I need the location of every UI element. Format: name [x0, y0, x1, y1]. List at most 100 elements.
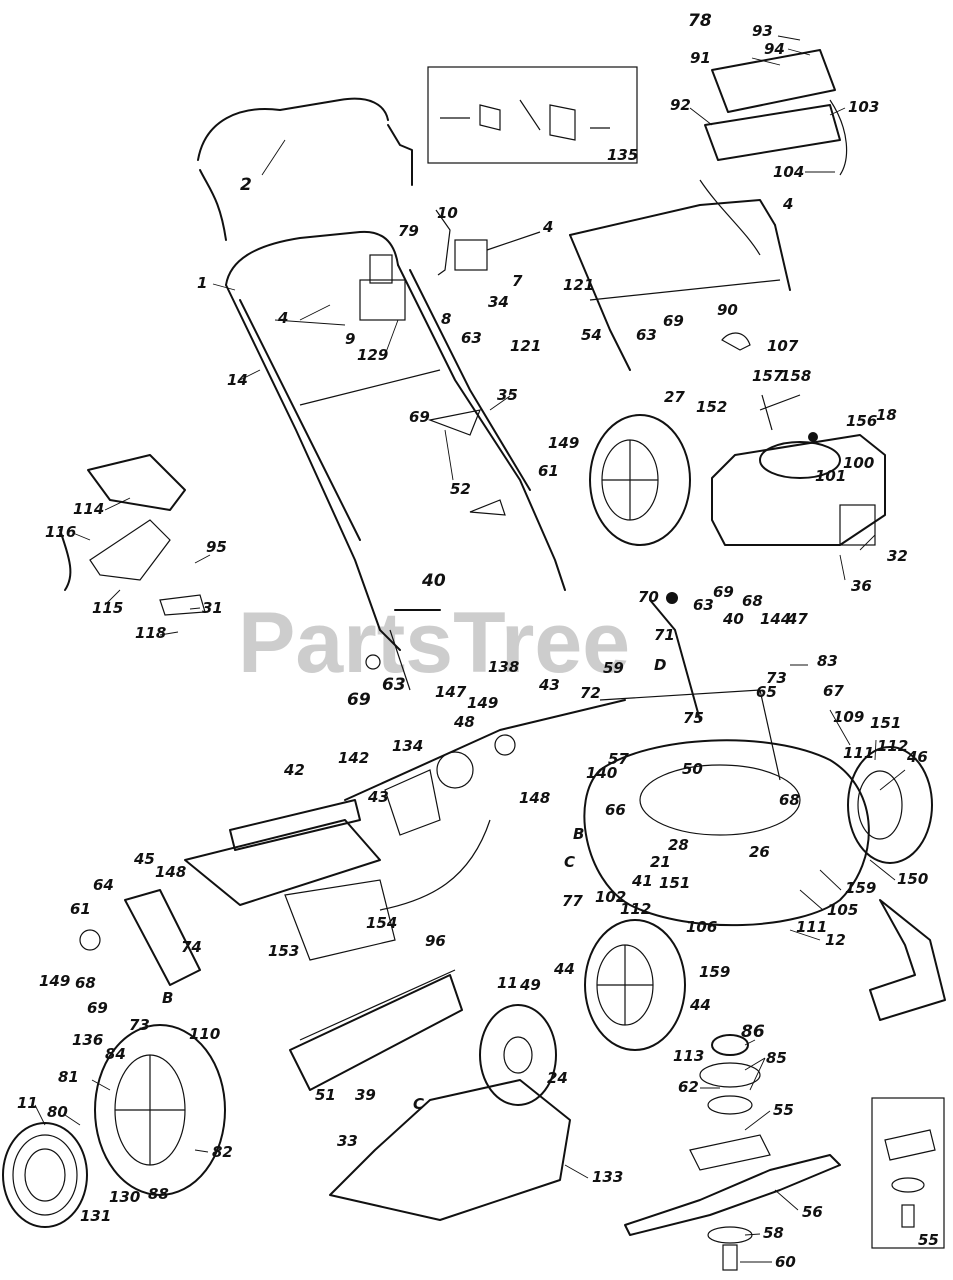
callout-65: 65 [756, 683, 777, 701]
rear-axle-assembly [344, 699, 626, 836]
callout-14: 14 [227, 371, 248, 389]
callout-D: D [654, 656, 666, 674]
callout-140: 140 [586, 764, 617, 782]
callout-18: 18 [876, 406, 897, 424]
callout-C-chute: C [413, 1095, 424, 1113]
callout-79: 79 [398, 222, 419, 240]
callout-34: 34 [488, 293, 509, 311]
callout-77: 77 [562, 892, 583, 910]
callout-142: 142 [338, 749, 369, 767]
callout-150: 150 [897, 870, 928, 888]
engine [711, 394, 886, 546]
callout-100: 100 [843, 454, 874, 472]
callout-27: 27 [664, 388, 685, 406]
hubcap-left [2, 1122, 88, 1228]
rear-guard [59, 454, 206, 616]
callout-28: 28 [668, 836, 689, 854]
rear-baffle [289, 969, 463, 1091]
callout-63-handle: 63 [461, 329, 482, 347]
callout-55-main: 55 [773, 1101, 794, 1119]
callout-11-center: 11 [497, 974, 518, 992]
callout-131: 131 [80, 1207, 111, 1225]
callout-81: 81 [58, 1068, 79, 1086]
callout-151-right: 151 [870, 714, 901, 732]
callout-86: 86 [741, 1022, 765, 1042]
callout-85: 85 [766, 1049, 787, 1067]
callout-93: 93 [752, 22, 773, 40]
drive-bracket [79, 889, 201, 986]
bail-lever [435, 209, 541, 276]
callout-32: 32 [887, 547, 908, 565]
transmission-housing [184, 799, 491, 961]
callout-129: 129 [357, 346, 388, 364]
callout-43-upper: 43 [538, 676, 560, 694]
callout-78: 78 [688, 11, 712, 31]
callout-44-left: 44 [553, 960, 575, 978]
callout-72: 72 [580, 684, 601, 702]
rear-wheel-left [94, 1024, 226, 1196]
callout-63-right: 63 [636, 326, 657, 344]
callout-138: 138 [488, 658, 519, 676]
callout-62: 62 [678, 1078, 699, 1096]
callout-47: 47 [786, 610, 808, 628]
inset-box-55 [871, 1097, 945, 1249]
callout-144: 144 [760, 610, 791, 628]
callout-121: 121 [510, 337, 541, 355]
callout-148-left: 148 [155, 863, 186, 881]
callout-115: 115 [92, 599, 123, 617]
blade-adapter [689, 1034, 771, 1171]
callout-45: 45 [133, 850, 155, 868]
callout-46: 46 [906, 748, 928, 766]
callout-92: 92 [670, 96, 691, 114]
callout-156: 156 [846, 412, 877, 430]
inset-box-135 [427, 66, 638, 164]
callout-11-left: 11 [17, 1094, 38, 1112]
handle-clip [427, 409, 506, 516]
callout-41: 41 [631, 872, 653, 890]
callout-1: 1 [197, 274, 207, 292]
callout-109: 109 [833, 708, 864, 726]
callout-149-upper: 149 [548, 434, 579, 452]
callout-113: 113 [673, 1047, 704, 1065]
callout-69-left: 69 [87, 999, 108, 1017]
callout-21: 21 [650, 853, 671, 871]
callout-58: 58 [763, 1224, 784, 1242]
callout-35: 35 [497, 386, 518, 404]
callout-69-handle: 69 [409, 408, 430, 426]
callout-40-deck: 40 [722, 610, 744, 628]
fuel-tank-cover [704, 49, 848, 176]
callout-44-right: 44 [689, 996, 711, 1014]
callout-36: 36 [851, 577, 872, 595]
callout-7: 7 [512, 272, 523, 290]
callout-110: 110 [189, 1025, 220, 1043]
callout-4-left: 4 [277, 309, 288, 327]
callout-111-deck: 111 [796, 918, 827, 936]
callout-96: 96 [425, 932, 446, 950]
callout-83: 83 [817, 652, 838, 670]
callout-59: 59 [603, 659, 624, 677]
callout-33: 33 [337, 1132, 358, 1150]
callout-labels: 78 93 94 91 92 103 104 135 2 10 4 4 79 7… [17, 11, 939, 1271]
hubcap-center [479, 1004, 557, 1106]
callout-133: 133 [592, 1168, 623, 1186]
callout-60: 60 [775, 1253, 796, 1271]
callout-134: 134 [392, 737, 423, 755]
callout-112-right: 112 [877, 737, 908, 755]
callout-49: 49 [519, 976, 541, 994]
callout-149-left: 149 [39, 972, 70, 990]
callout-102: 102 [595, 888, 626, 906]
callout-111-right: 111 [843, 744, 874, 762]
callout-130: 130 [109, 1188, 140, 1206]
callout-B-left: B [162, 989, 173, 1007]
callout-94: 94 [764, 40, 785, 58]
callout-135: 135 [607, 146, 638, 164]
lower-handle [225, 230, 566, 651]
callout-69-right: 69 [663, 312, 684, 330]
callout-26: 26 [749, 843, 770, 861]
upper-handle-right [569, 179, 791, 371]
callout-104: 104 [773, 163, 804, 181]
callout-136: 136 [72, 1031, 103, 1049]
callout-61-upper: 61 [538, 462, 559, 480]
callout-74: 74 [181, 938, 202, 956]
callout-43-mid: 43 [367, 788, 389, 806]
